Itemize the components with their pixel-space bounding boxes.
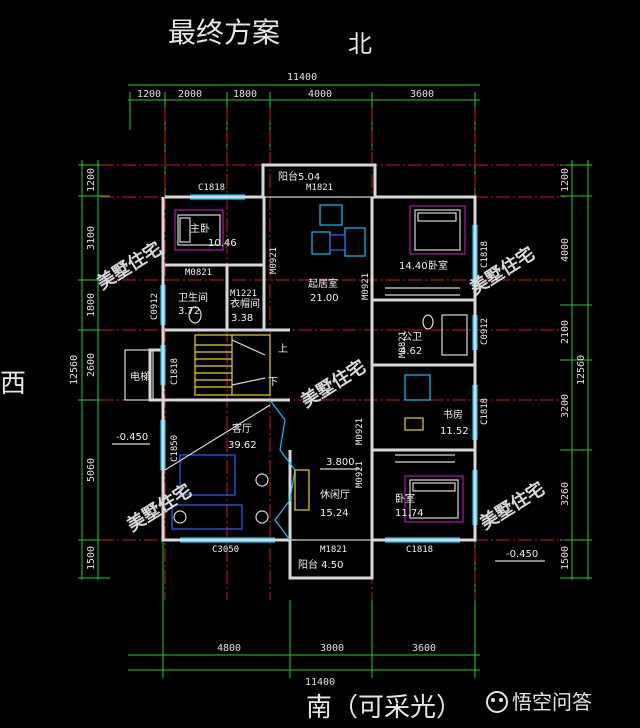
code-c1818-right1: C1818 [480, 241, 490, 268]
elevator-outline [124, 349, 154, 401]
cloakroom-area: 3.38 [231, 313, 253, 324]
left-dim-2: 3100 [86, 226, 97, 250]
guest-room-area: 39.62 [228, 440, 257, 451]
direction-south: 南（可采光） [306, 693, 462, 723]
windows [160, 194, 478, 543]
top-dim-5: 3600 [410, 89, 434, 100]
bedroom-ne-area: 14.40 [399, 261, 428, 272]
plan-title: 最终方案 [168, 16, 280, 49]
right-dim-4: 3200 [560, 394, 571, 418]
south-balcony-outline [289, 539, 373, 579]
right-dims: 12560 1200 4000 2100 3200 3260 1500 [560, 168, 587, 570]
bedroom-ne-name: 卧室 [428, 259, 448, 272]
top-dim-2: 2000 [178, 89, 202, 100]
watermark-4: 美墅住宅 [123, 479, 196, 536]
watermark-5: 美墅住宅 [476, 477, 549, 534]
right-dim-5: 3260 [560, 482, 571, 506]
code-c1818-right2: C1818 [480, 398, 490, 425]
level-left: -0.450 [116, 432, 148, 443]
study-area: 11.52 [440, 426, 469, 437]
bottom-dim-3: 3600 [412, 643, 436, 654]
right-dim-total: 12560 [576, 355, 587, 385]
north-balcony-outline [262, 164, 376, 198]
public-wc-area: 4.62 [400, 346, 422, 357]
left-dim-1: 1200 [86, 168, 97, 192]
left-dim-4: 2600 [86, 353, 97, 377]
top-dim-total: 11400 [287, 72, 317, 83]
left-dim-6: 1500 [86, 546, 97, 570]
bedroom-se-name: 卧室 [395, 492, 415, 505]
code-c1818-top: C1818 [198, 183, 225, 193]
bedroom-se-area: 11.74 [395, 508, 424, 519]
stair-up-label: 上 [278, 343, 288, 355]
bottom-dim-1: 4800 [217, 643, 241, 654]
cloakroom-name: 衣帽间 [230, 297, 260, 310]
watermark-3: 美墅住宅 [297, 355, 370, 412]
logo-text: 悟空问答 [512, 690, 592, 714]
code-m0921-a: M0921 [269, 247, 279, 274]
code-m0821-b: M0821 [398, 331, 408, 358]
bathroom-name: 卫生间 [178, 291, 208, 304]
direction-north: 北 [348, 30, 372, 58]
code-c1850: C1850 [170, 435, 180, 462]
watermark-1: 美墅住宅 [93, 237, 166, 294]
stair-down-label: 下 [268, 377, 278, 388]
right-dim-2: 4000 [560, 238, 571, 262]
right-dim-1: 1200 [560, 168, 571, 192]
bottom-dim-2: 3000 [320, 643, 344, 654]
leisure-room-name: 休闲厅 [320, 488, 350, 501]
left-dims: 12560 1200 3100 1800 2600 5060 1500 [69, 168, 97, 570]
code-c0912-left: C0912 [150, 293, 160, 320]
code-c1818-bottom: C1818 [406, 545, 433, 555]
north-balcony-label: 阳台5.04 [278, 170, 320, 183]
staircase [194, 334, 271, 396]
study-name: 书房 [443, 408, 463, 421]
level-right: -0.450 [506, 549, 538, 560]
logo: 悟空问答 [486, 690, 592, 714]
living-room-name: 起居室 [308, 277, 338, 290]
top-dim-3: 1800 [233, 89, 257, 100]
left-dim-total: 12560 [69, 355, 80, 385]
code-m1221: M1221 [230, 289, 257, 299]
code-c0912-right: C0912 [480, 318, 490, 345]
code-m0921-b: M0921 [361, 273, 371, 300]
public-wc-name: 公卫 [402, 332, 422, 343]
code-c3050: C3050 [212, 545, 239, 555]
bottom-dim-total: 11400 [305, 677, 335, 688]
code-m0821-a: M0821 [185, 268, 212, 278]
right-dim-6: 1500 [560, 546, 571, 570]
code-m0921-c: M0921 [355, 418, 365, 445]
level-inner: 3.800 [326, 457, 355, 468]
living-room-area: 21.00 [310, 293, 339, 304]
elevator-label: 电梯 [130, 370, 150, 383]
code-c1818-left: C1818 [170, 358, 180, 385]
guest-room-name: 客厅 [232, 422, 252, 435]
left-dim-3: 1800 [86, 293, 97, 317]
bathroom-area: 3.72 [178, 306, 200, 317]
left-dim-5: 5060 [86, 458, 97, 482]
top-dim-4: 4000 [308, 89, 332, 100]
code-m0921-d: M0921 [355, 461, 365, 488]
furniture [164, 204, 468, 530]
direction-west: 西 [0, 369, 26, 399]
master-bedroom-name: 主卧 [190, 222, 210, 235]
top-dim-1: 1200 [137, 89, 161, 100]
leisure-room-area: 15.24 [320, 508, 349, 519]
code-m1821-top: M1821 [306, 183, 333, 193]
south-balcony-label: 阳台 4.50 [298, 558, 343, 571]
master-bedroom-area: 10.46 [208, 238, 237, 249]
right-dim-3: 2100 [560, 320, 571, 344]
code-m1821-bottom: M1821 [320, 545, 347, 555]
